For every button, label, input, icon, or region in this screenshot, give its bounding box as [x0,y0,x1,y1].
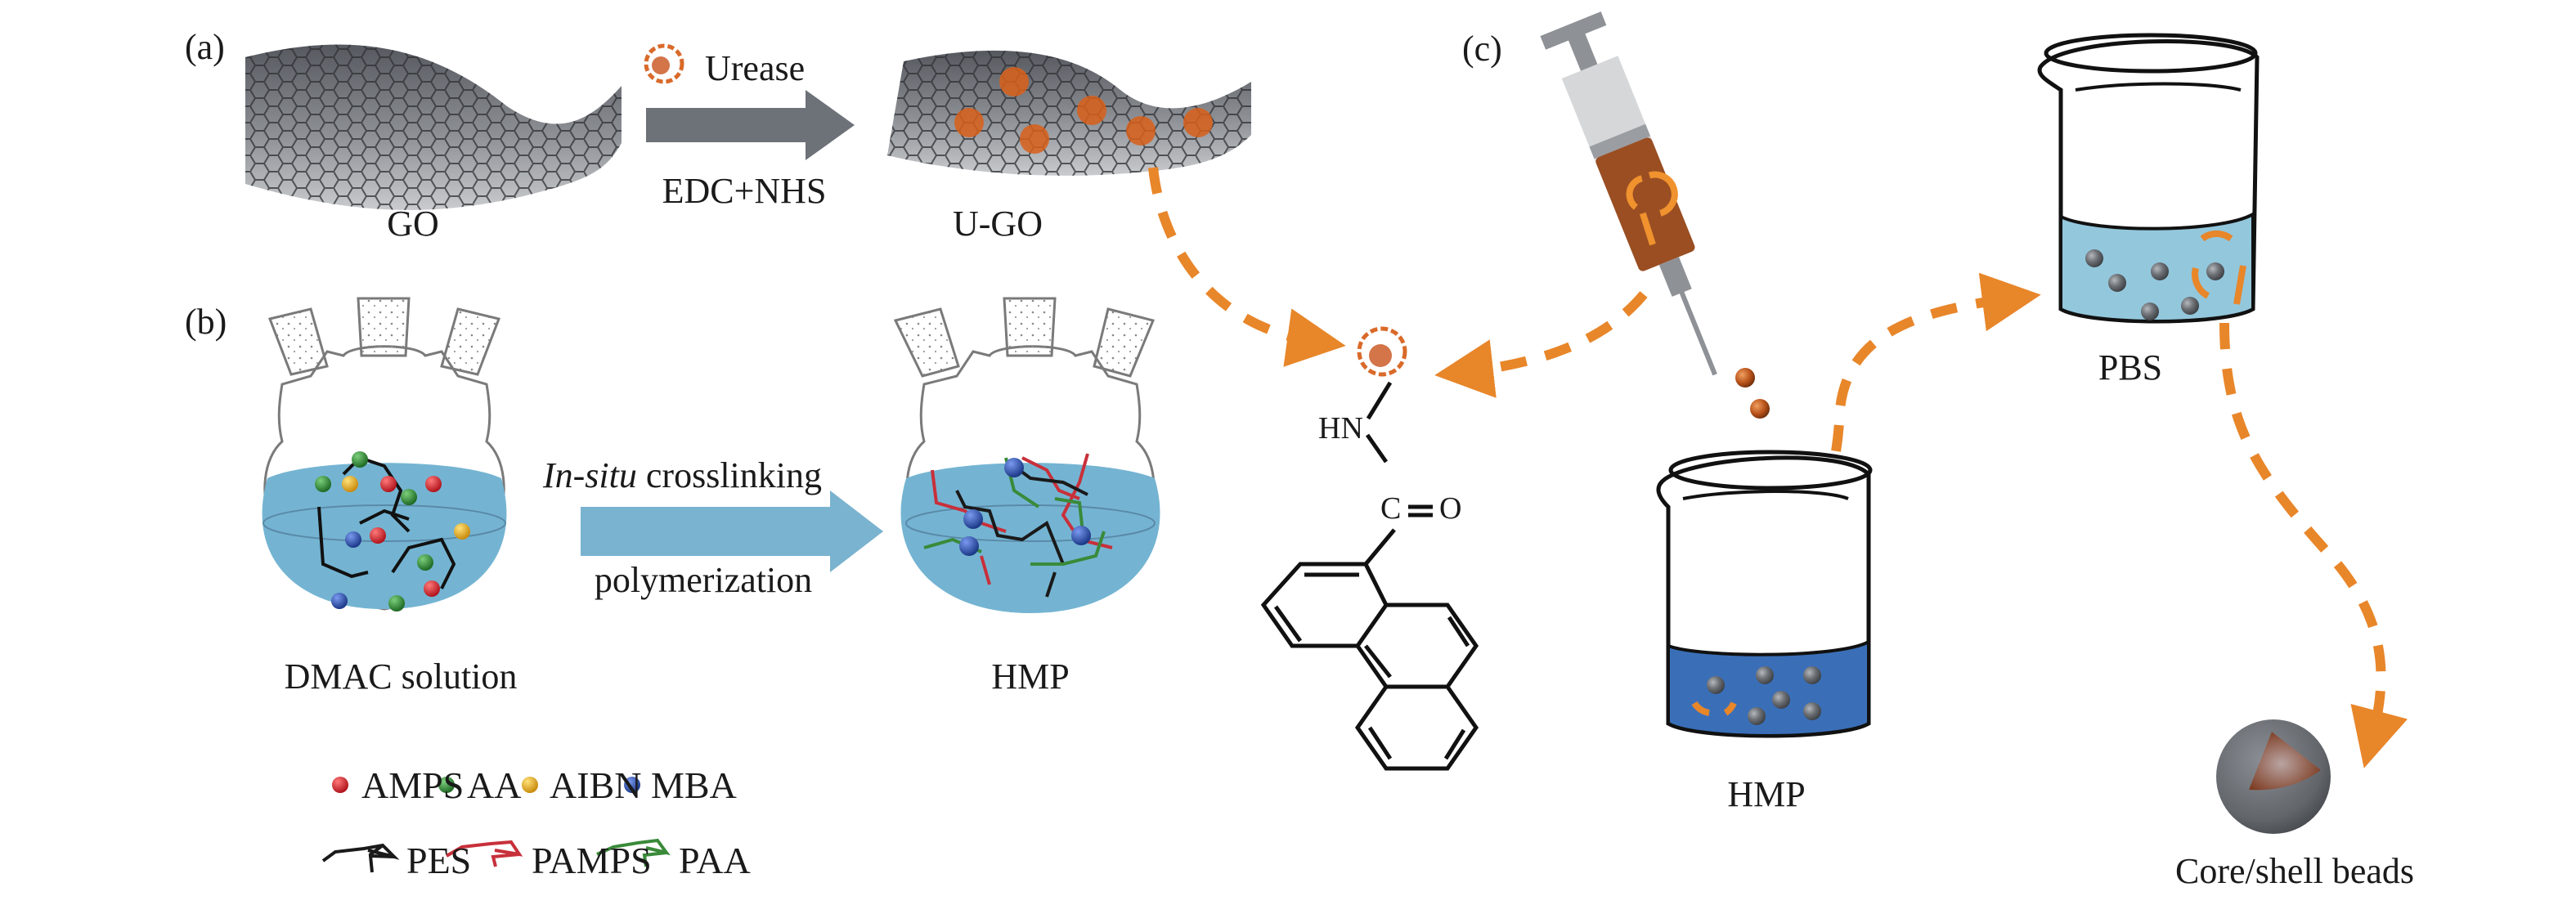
label-ugo: U-GO [953,204,1043,244]
label-urease: Urease [705,48,806,88]
droplet [1750,399,1770,419]
core-shell-bead [2216,719,2331,834]
label-carbon: C [1380,491,1402,526]
flow-arrows [1148,167,2408,768]
legend-label-paa: PAA [679,840,751,881]
arrow-syringe-to-urease [1434,291,1648,398]
legend-line-paa [596,838,671,867]
legend-dot-aa [438,777,455,793]
label-hmp-flask: HMP [991,656,1070,697]
label-pbs-beaker: PBS [2098,347,2163,388]
three-neck-flask-dmac [262,297,507,612]
beaker-hmp [1656,450,1873,738]
reaction-arrow-b [581,491,883,572]
urease-icon-c [1357,326,1407,377]
legend-label-amps: AMPS [361,764,464,806]
panel-label-a: (a) [185,27,225,67]
beaker-pbs [2037,33,2260,324]
go-sheet [245,44,622,210]
label-hn: HN [1318,411,1363,446]
legend-label-mba: MBA [651,764,737,806]
reaction-arrow-a [646,90,855,160]
syringe [1540,11,1717,376]
three-neck-flask-hmp [893,297,1160,613]
phenanthrene-amide-structure [1260,381,1479,771]
legend-label-pes: PES [406,840,472,881]
label-dmac-solution: DMAC solution [284,656,518,697]
legend-label-aibn: AIBN [550,764,642,806]
label-hmp-beaker: HMP [1727,774,1806,814]
urease-icon [644,43,684,84]
label-core-shell-beads: Core/shell beads [2174,851,2415,891]
legend-line-pes [321,843,400,873]
legend-line-pampos [445,840,523,867]
label-in-situ: In-situ [543,455,637,495]
arrow-ugo-to-urease [1148,167,1346,367]
legend-label-pamps: PAMPS [532,840,652,881]
label-polymerization: polymerization [594,560,813,600]
label-edc-nhs: EDC+NHS [662,171,827,211]
label-crosslinking: crosslinking [636,455,822,495]
panel-label-c: (c) [1462,29,1502,69]
panel-label-b: (b) [185,302,227,342]
ugo-sheet [887,50,1251,176]
arrow-pbs-to-beads [2219,322,2408,768]
droplet [1735,368,1755,388]
legend-dot-mba [624,777,640,793]
label-go: GO [387,204,439,244]
label-process-line1: In-situ crosslinking [543,458,822,494]
legend-label-aa: AA [467,764,522,806]
legend-marks [321,777,671,873]
label-oxygen: O [1439,491,1462,526]
legend-dot-aibn [522,777,538,793]
legend-dot-amps [332,777,348,793]
